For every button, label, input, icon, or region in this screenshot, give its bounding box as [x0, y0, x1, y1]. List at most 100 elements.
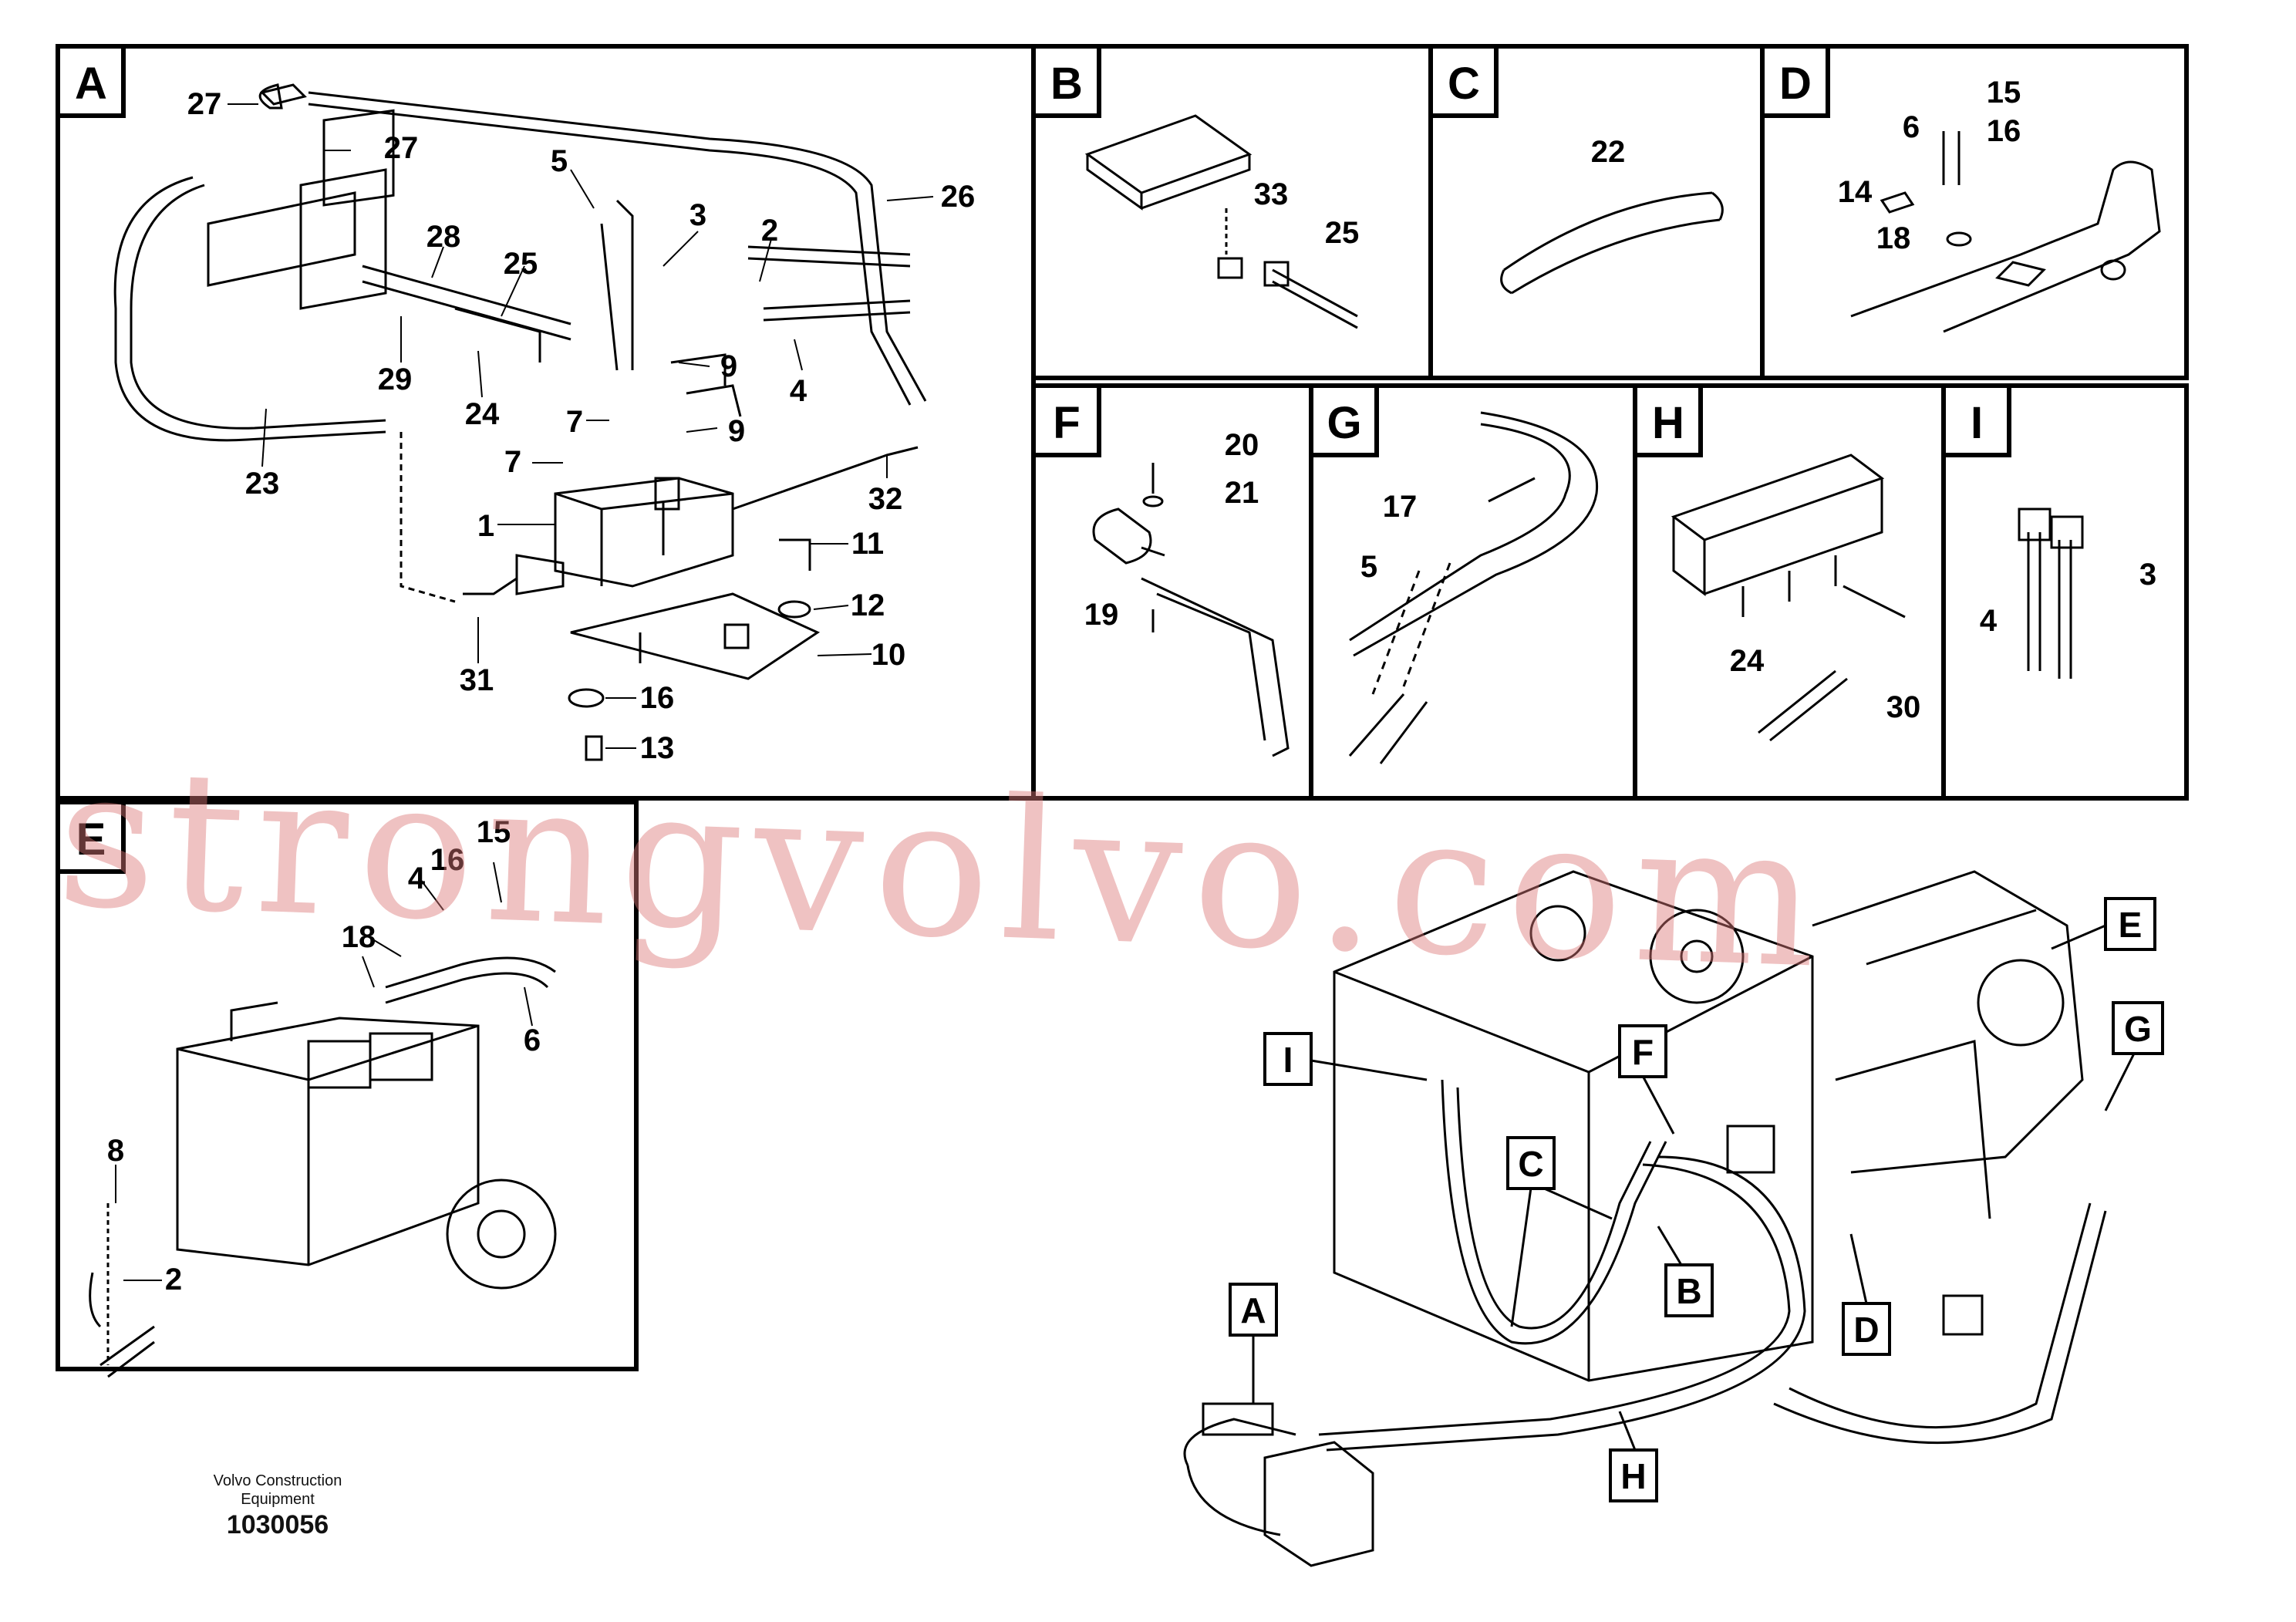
- callout: 12: [851, 588, 885, 622]
- callout: 22: [1591, 135, 1626, 169]
- panel-f-tag: F: [1031, 383, 1101, 457]
- panel-a-frame: [56, 44, 1036, 801]
- callout: 3: [2139, 558, 2156, 592]
- callout: 16: [1987, 114, 2021, 148]
- svg-text:A: A: [1240, 1290, 1266, 1330]
- panel-b-tag: B: [1031, 44, 1101, 118]
- overview-tag-c: C: [1506, 1136, 1556, 1190]
- callout: 19: [1084, 598, 1119, 632]
- panel-a-tag: A: [56, 44, 126, 118]
- callout: 8: [107, 1134, 124, 1168]
- overview-tag-d: D: [1842, 1302, 1891, 1356]
- panel-d-tag: D: [1760, 44, 1830, 118]
- panel-f-drawing: [1092, 463, 1290, 757]
- callout: 20: [1225, 428, 1259, 462]
- panel-c-callouts: 22: [1591, 135, 1626, 169]
- callout: 32: [868, 482, 903, 516]
- svg-text:H: H: [1652, 398, 1684, 448]
- panel-e-leaders: [115, 862, 533, 1281]
- panel-h-callouts: 24 30: [1730, 644, 1921, 724]
- panel-g-tag: G: [1309, 383, 1379, 457]
- callout: 18: [342, 920, 376, 954]
- svg-text:C: C: [1448, 59, 1480, 109]
- panel-d-callouts: 15 6 16 14 18: [1838, 76, 2021, 255]
- callout: 6: [524, 1023, 541, 1057]
- panel-i-drawing: [2018, 508, 2084, 679]
- callout: 16: [430, 843, 465, 877]
- callout: 25: [1325, 216, 1360, 250]
- panel-g-callouts: 17 5: [1360, 490, 1417, 584]
- panel-i-frame: [1941, 383, 2189, 801]
- panel-b-drawing: [1084, 114, 1358, 329]
- callout: 3: [689, 198, 706, 232]
- svg-text:F: F: [1632, 1032, 1654, 1072]
- callout: 4: [1980, 604, 1998, 638]
- svg-text:G: G: [2124, 1009, 2152, 1049]
- callout: 18: [1876, 221, 1911, 255]
- overview-tag-h: H: [1609, 1448, 1658, 1502]
- svg-text:B: B: [1676, 1271, 1701, 1311]
- svg-text:B: B: [1050, 59, 1083, 109]
- svg-text:G: G: [1327, 398, 1361, 448]
- overview-tag-a: A: [1229, 1283, 1278, 1337]
- callout: 21: [1225, 476, 1259, 510]
- callout: 4: [790, 374, 807, 408]
- overview-leaders: [1252, 924, 2138, 1451]
- callout: 13: [640, 731, 675, 765]
- svg-text:I: I: [1283, 1040, 1293, 1080]
- callout: 7: [566, 405, 583, 439]
- callout: 9: [728, 414, 745, 448]
- callout: 14: [1838, 175, 1873, 209]
- panel-a-drawing: [113, 83, 927, 761]
- svg-text:D: D: [1853, 1310, 1879, 1350]
- overview-assembly-drawing: [1183, 870, 2107, 1567]
- callout: 16: [640, 681, 675, 715]
- overview-tag-e: E: [2104, 897, 2156, 951]
- panel-e-tag: E: [56, 800, 126, 874]
- callout: 30: [1886, 690, 1921, 724]
- overview-tag-b: B: [1664, 1263, 1714, 1317]
- callout: 23: [245, 467, 280, 501]
- panel-tags: A B C D F G H I E: [56, 44, 2011, 874]
- overview-tag-f: F: [1618, 1024, 1667, 1078]
- callout: 15: [477, 815, 511, 849]
- callout: 5: [1360, 550, 1377, 584]
- callout: 4: [408, 862, 426, 895]
- panel-i-tag: I: [1941, 383, 2011, 457]
- panel-g-drawing: [1348, 411, 1599, 764]
- panel-h-tag: H: [1633, 383, 1703, 457]
- panel-b-callouts: 33 25: [1254, 177, 1360, 250]
- drawing-number: 1030056: [226, 1510, 329, 1539]
- callout: 5: [551, 144, 568, 178]
- callout: 29: [378, 363, 413, 396]
- panel-a-leaders: [228, 103, 934, 749]
- panel-e-callouts: 15 4 16 18 6 8 2: [107, 815, 541, 1297]
- callout: 33: [1254, 177, 1289, 211]
- callout: 6: [1903, 110, 1920, 144]
- callout: 15: [1987, 76, 2021, 110]
- overview-tag-g: G: [2112, 1001, 2164, 1055]
- callout: 26: [941, 180, 976, 214]
- callout: 2: [165, 1263, 182, 1297]
- panel-a-callouts: 27 27 28 25 5 3 2 26 29 24 7 9 7 9 4 23 …: [187, 87, 976, 765]
- callout: 31: [460, 663, 494, 697]
- overview-tag-i: I: [1263, 1032, 1313, 1086]
- callout: 10: [872, 638, 906, 672]
- callout: 9: [720, 349, 737, 383]
- callout: 24: [1730, 644, 1765, 678]
- svg-text:E: E: [76, 814, 106, 865]
- callout: 27: [187, 87, 222, 121]
- callout: 25: [504, 247, 538, 281]
- callout: 2: [761, 214, 778, 248]
- panel-c-tag: C: [1428, 44, 1499, 118]
- overview-tags: I F E G C B A D H: [1229, 897, 2164, 1502]
- panel-d-drawing: [1850, 131, 2161, 333]
- callout: 28: [426, 220, 461, 254]
- panel-h-drawing: [1671, 454, 1906, 742]
- panel-d-frame: [1760, 44, 2189, 380]
- panel-e-drawing: [89, 956, 557, 1378]
- svg-text:F: F: [1053, 398, 1080, 448]
- svg-text:C: C: [1518, 1144, 1543, 1184]
